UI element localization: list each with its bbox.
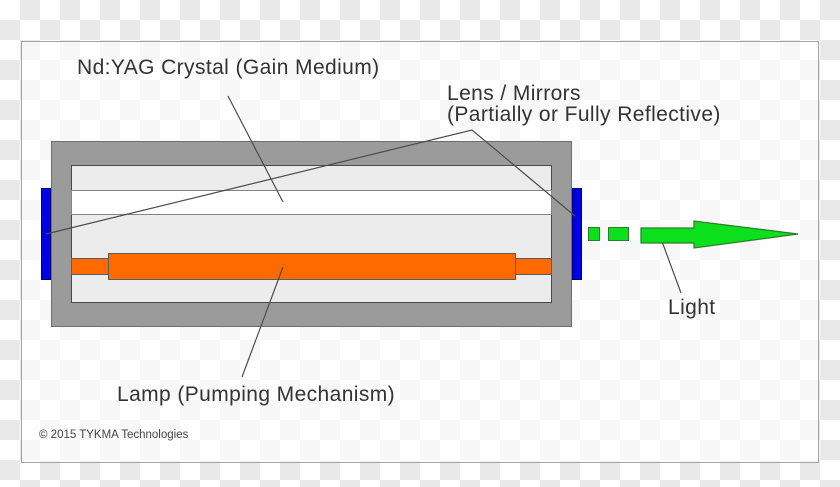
mirrors-label: Lens / Mirrors (Partially or Fully Refle… (447, 83, 721, 125)
output-mirror (572, 188, 582, 280)
mirrors-label-line2: (Partially or Fully Reflective) (447, 103, 721, 126)
lamp-label: Lamp (Pumping Mechanism) (117, 383, 396, 406)
mirrors-label-line1: Lens / Mirrors (447, 82, 581, 105)
beam-dash-1 (588, 227, 600, 241)
beam-dash-2 (608, 227, 629, 241)
copyright-text: © 2015 TYKMA Technologies (39, 429, 189, 441)
lamp-body (108, 253, 516, 280)
light-label: Light (668, 296, 716, 319)
crystal-label: Nd:YAG Crystal (Gain Medium) (77, 56, 380, 79)
pump-cavity-box (71, 165, 552, 303)
rear-mirror (41, 188, 51, 280)
crystal-rod (71, 190, 552, 215)
